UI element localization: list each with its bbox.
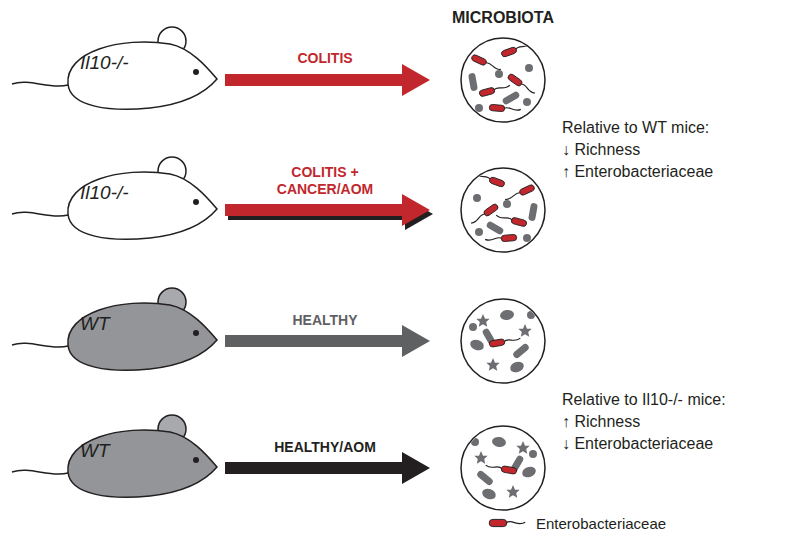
mouse-label: WT — [80, 313, 110, 335]
illustration-use — [469, 309, 535, 374]
mouse-figure: WT — [10, 283, 225, 378]
mouse-label: Il10-/- — [80, 182, 129, 204]
illustration-circle — [461, 38, 545, 122]
mouse-eye — [193, 199, 199, 205]
illustration-g — [468, 41, 536, 113]
mouse-eye — [193, 69, 199, 75]
arrow-label: HEALTHY/AOM — [274, 439, 376, 456]
mouse-body — [68, 430, 217, 497]
illustration-circle — [461, 168, 545, 252]
colitis-arrow — [225, 64, 430, 96]
arrow-label: COLITIS + CANCER/AOM — [265, 164, 385, 198]
mouse-outline — [10, 410, 225, 505]
illustration-g — [471, 436, 537, 501]
column-heading: MICROBIOTA — [452, 8, 554, 27]
comparison-note: Relative to Il10-/- mice: — [562, 390, 726, 409]
mouse-body — [68, 42, 217, 109]
mouse-eye — [193, 457, 199, 463]
comparison-note: ↑ Enterobacteriaceae — [562, 162, 713, 181]
illustration-use — [470, 171, 538, 243]
mouse-body — [68, 303, 217, 370]
arrow-label: HEALTHY — [292, 312, 357, 329]
illustration-g — [469, 309, 535, 374]
illustration-use — [468, 41, 536, 113]
mouse-eye — [193, 330, 199, 336]
mouse-body — [68, 172, 217, 239]
arrow-label: COLITIS — [297, 50, 352, 67]
mouse-label: WT — [80, 440, 110, 462]
mouse-figure: WT — [10, 410, 225, 505]
enterobacteria-symbol — [489, 519, 525, 526]
comparison-note: Relative to WT mice: — [562, 118, 709, 137]
healthy-arrow — [225, 325, 430, 357]
mouse-figure: Il10-/- — [10, 152, 225, 247]
legend-swatch — [484, 514, 530, 532]
microbiota-circle — [461, 168, 545, 252]
legend-text: Enterobacteriaceae — [536, 515, 666, 532]
microbiota-circle — [461, 426, 545, 510]
mouse-outline — [10, 283, 225, 378]
microbiota-circle — [461, 299, 545, 383]
colitis-cancer-arrow — [225, 194, 430, 226]
illustration-circle — [461, 299, 545, 383]
comparison-note: ↓ Enterobacteriaceae — [562, 434, 713, 453]
mouse-label: Il10-/- — [80, 52, 129, 74]
mouse-figure: Il10-/- — [10, 22, 225, 117]
mouse-tail — [12, 470, 68, 474]
illustration-g — [470, 171, 538, 243]
illustration-use — [471, 436, 537, 501]
comparison-note: ↓ Richness — [562, 140, 640, 159]
mouse-tail — [12, 212, 68, 216]
mouse-tail — [12, 82, 68, 86]
healthy-aom-arrow — [225, 452, 430, 484]
legend-item: Enterobacteriaceae — [484, 514, 666, 532]
comparison-note: ↑ Richness — [562, 412, 640, 431]
illustration-circle — [461, 426, 545, 510]
mouse-tail — [12, 343, 68, 347]
microbiota-circle — [461, 38, 545, 122]
